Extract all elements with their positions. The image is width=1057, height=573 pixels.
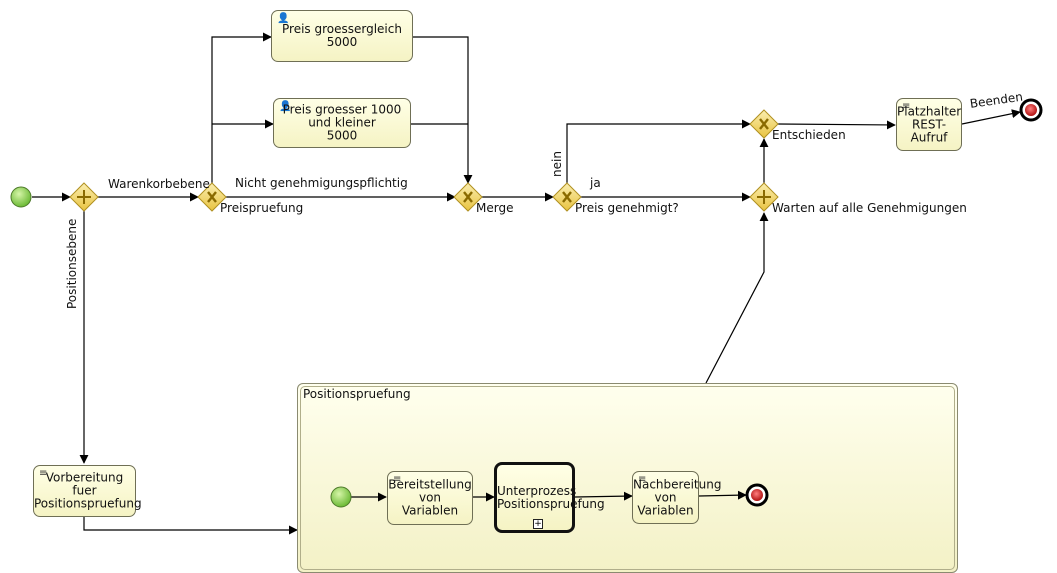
parallel-gateway-split[interactable] bbox=[69, 182, 99, 212]
sequence-flows bbox=[32, 32, 1021, 535]
label-nein: nein bbox=[550, 151, 564, 177]
user-icon: 👤 bbox=[279, 101, 292, 112]
task-label-line1: Preis groesser 1000 und kleiner bbox=[282, 102, 402, 130]
task-label-line2: REST-Aufruf bbox=[910, 117, 948, 144]
task-label-line1: Nachbereitung bbox=[633, 477, 722, 491]
user-icon: 👤 bbox=[277, 13, 290, 24]
exclusive-gateway-entschieden[interactable] bbox=[749, 109, 779, 139]
parallel-gateway-warten[interactable] bbox=[749, 182, 779, 212]
exclusive-gateway-preis-genehmigt[interactable] bbox=[552, 182, 582, 212]
flow-pool-to-warten[interactable] bbox=[705, 212, 769, 384]
task-vorbereitung-positionspruefung[interactable]: ≡ Vorbereitung fuer Positionspruefung bbox=[33, 465, 142, 517]
label-merge: Merge bbox=[476, 201, 514, 215]
flow-unterprozess-to-nachbereitung[interactable] bbox=[574, 491, 633, 501]
label-preis-genehmigt: Preis genehmigt? bbox=[575, 201, 679, 215]
flow-preis5000-to-merge[interactable] bbox=[413, 36, 473, 184]
script-icon: ≡ bbox=[39, 468, 48, 479]
flow-platzhalter-to-end[interactable] bbox=[961, 109, 1021, 125]
flow-entschieden-to-platzhalter[interactable] bbox=[777, 120, 896, 130]
inner-end-event[interactable] bbox=[745, 483, 769, 507]
subprocess-title: Positionspruefung bbox=[303, 387, 411, 401]
end-event[interactable] bbox=[1019, 98, 1043, 122]
task-label-line1: Vorbereitung fuer bbox=[45, 470, 124, 498]
inner-start-event[interactable] bbox=[330, 486, 352, 508]
exclusive-gateway-merge[interactable] bbox=[453, 182, 483, 212]
exclusive-gateway-preispruefung[interactable] bbox=[197, 182, 227, 212]
label-nicht-genehmigungspflichtig: Nicht genehmigungspflichtig bbox=[235, 176, 408, 190]
task-bereitstellung-variablen[interactable]: ≡ Bereitstellung von Variablen bbox=[387, 471, 473, 525]
label-positionsebene: Positionsebene bbox=[65, 218, 79, 309]
task-label-line1: Platzhalter bbox=[897, 104, 962, 118]
flow-genehmigt-nein[interactable] bbox=[566, 119, 751, 183]
start-event[interactable] bbox=[10, 186, 32, 208]
task-platzhalter-rest-aufruf[interactable]: ≡ Platzhalter REST-Aufruf bbox=[896, 98, 962, 151]
flow-vorbereitung-to-pool[interactable] bbox=[83, 516, 298, 535]
task-label-line2: Positionspruefung bbox=[34, 496, 142, 511]
task-preis-groesser-1000[interactable]: 👤 Preis groesser 1000 und kleiner 5000 bbox=[273, 98, 411, 148]
flow-preispruefung-to-preis5000[interactable] bbox=[211, 32, 272, 183]
label-preispruefung: Preispruefung bbox=[220, 201, 304, 215]
label-warten: Warten auf alle Genehmigungen bbox=[772, 201, 967, 215]
collapsed-subprocess-unterprozess[interactable]: Unterprozess Positionspruefung + bbox=[494, 462, 605, 533]
task-label-line1: Bereitstellung von bbox=[388, 477, 472, 505]
script-icon: ≡ bbox=[393, 474, 402, 485]
script-icon: ≡ bbox=[902, 101, 911, 112]
subprocess-label-line1: Unterprozess bbox=[497, 483, 577, 498]
task-label-line2: Variablen bbox=[401, 503, 459, 518]
label-entschieden: Entschieden bbox=[772, 128, 846, 142]
task-label-line2: 5000 bbox=[326, 128, 358, 143]
task-label-line2: von Variablen bbox=[637, 490, 694, 517]
label-ja: ja bbox=[590, 176, 601, 190]
task-preis-groessergleich-5000[interactable]: 👤 Preis groessergleich 5000 bbox=[271, 10, 413, 62]
task-nachbereitung-variablen[interactable]: ≡ Nachbereitung von Variablen bbox=[632, 471, 722, 524]
plus-box-icon[interactable]: + bbox=[533, 519, 543, 529]
flow-nachbereitung-to-inner-end[interactable] bbox=[698, 490, 747, 500]
label-warenkorbebene: Warenkorbebene bbox=[108, 177, 210, 191]
script-icon: ≡ bbox=[638, 474, 647, 485]
task-label: Preis groessergleich 5000 bbox=[282, 22, 402, 49]
subprocess-label-line2: Positionspruefung bbox=[497, 496, 605, 511]
